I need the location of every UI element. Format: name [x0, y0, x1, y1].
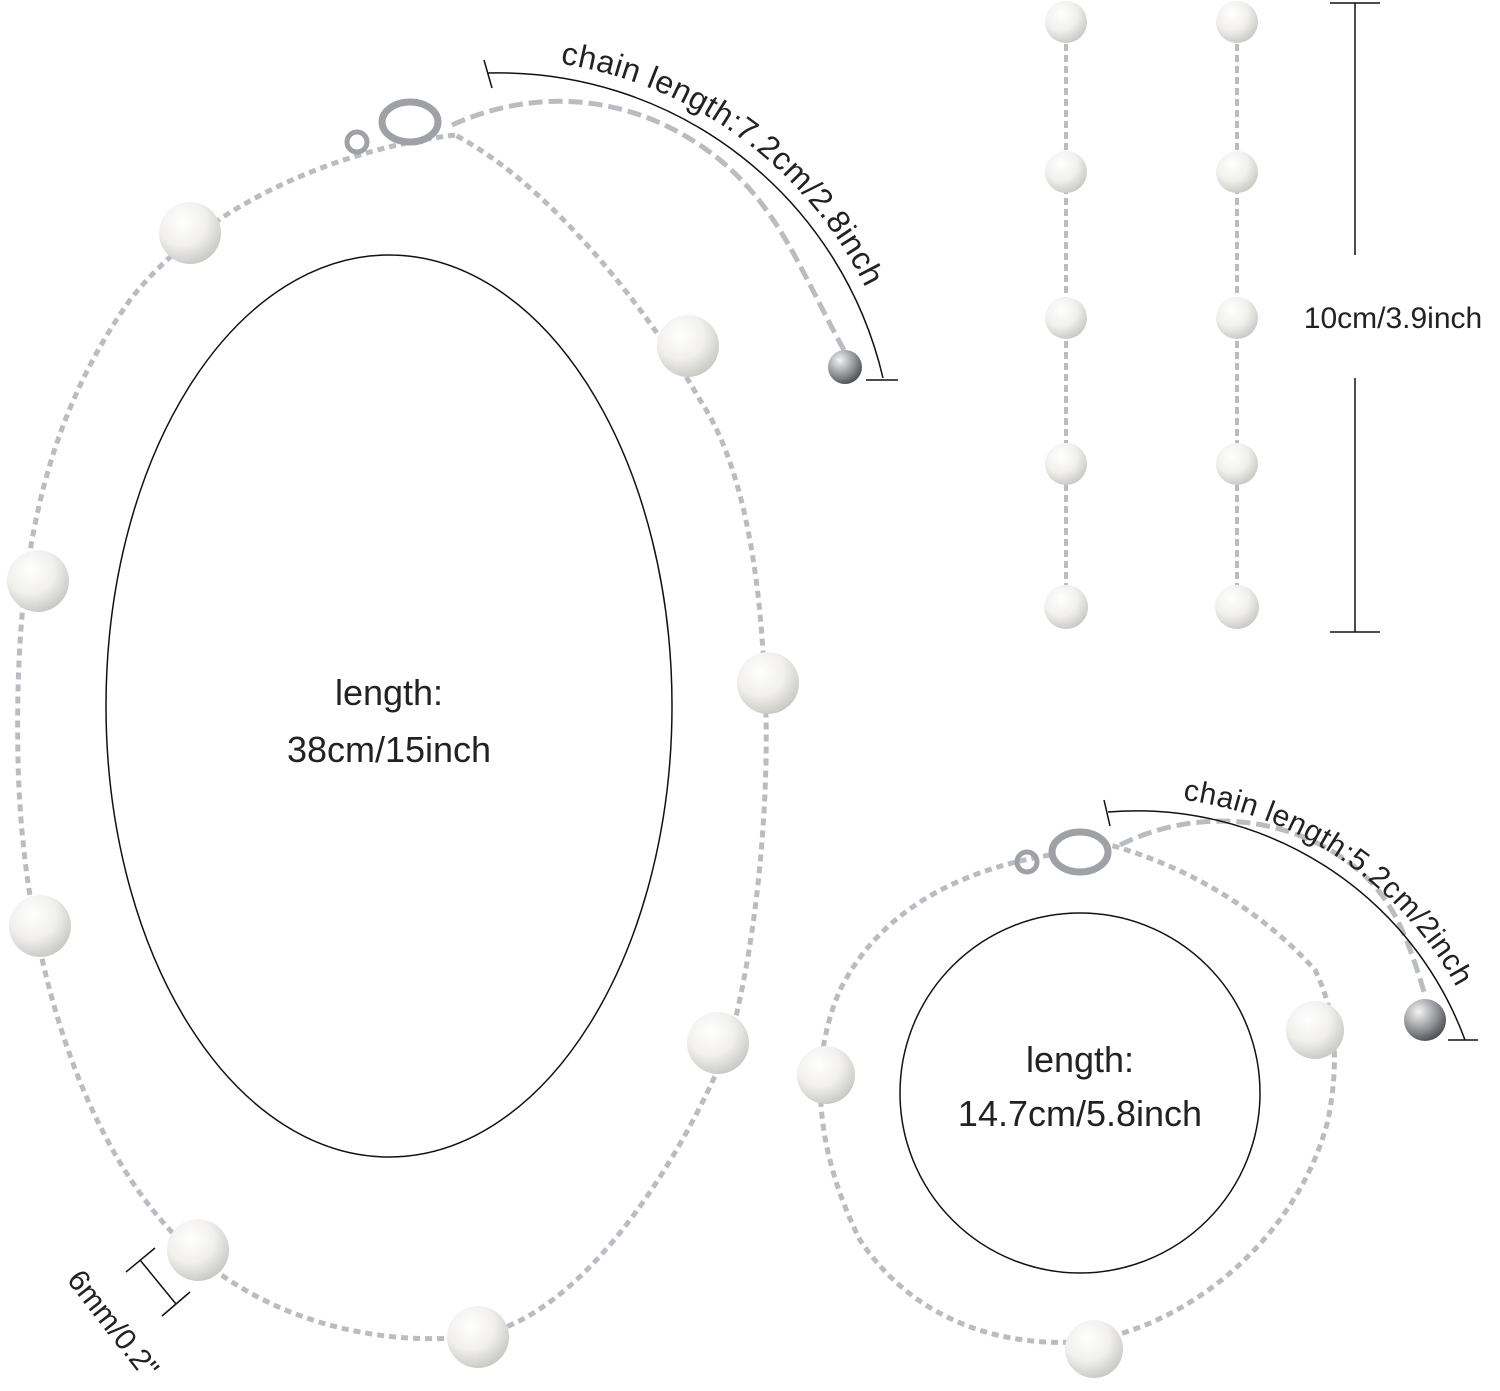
- bracelet-pearl: [1065, 1320, 1123, 1378]
- earring-pearl: [1045, 1, 1087, 43]
- necklace-pearls: [7, 202, 799, 1368]
- bracelet-extender-chain: [1118, 818, 1428, 996]
- earring-pearl: [1216, 1, 1258, 43]
- earring-pearl: [1216, 443, 1258, 485]
- necklace-extender-chain: [450, 98, 848, 354]
- earring-pearl: [1215, 585, 1259, 629]
- earrings: 10cm/3.9inch: [1044, 1, 1482, 633]
- necklace-clasp: [344, 98, 442, 155]
- earring-pearl: [1045, 151, 1087, 193]
- bracelet-length-label-line1: length:: [1026, 1039, 1134, 1080]
- necklace-lobster-clasp: [378, 98, 442, 146]
- bracelet-end-ball: [1404, 999, 1446, 1041]
- necklace-length-label-line1: length:: [335, 672, 443, 713]
- necklace-length-label-line2: 38cm/15inch: [287, 729, 491, 770]
- pearl-size-label: 6mm/0.2": [60, 1264, 164, 1385]
- earring-pearl: [1216, 297, 1258, 339]
- earring-pearl: [1045, 297, 1087, 339]
- bracelet-pearl: [1286, 1001, 1344, 1059]
- earring-right: [1215, 1, 1259, 629]
- necklace-pearl: [687, 1012, 749, 1074]
- necklace-pearl: [167, 1219, 229, 1281]
- bracelet-extender-links: [1118, 818, 1428, 996]
- bracelet-pearls: [797, 1001, 1344, 1378]
- necklace-pearl: [7, 550, 69, 612]
- necklace-length-outline: [105, 254, 673, 1158]
- necklace: length: 38cm/15inch chain length:7.2cm/2…: [7, 35, 898, 1385]
- necklace-jump-ring: [344, 129, 370, 155]
- bracelet-jump-ring: [1014, 849, 1040, 875]
- necklace-chain-length-marker: [483, 59, 898, 381]
- bracelet-lobster-clasp: [1048, 828, 1112, 876]
- earring-left: [1044, 1, 1088, 629]
- necklace-extender-links: [450, 98, 848, 354]
- bracelet-length-outline: [899, 912, 1261, 1274]
- necklace-pearl: [159, 202, 221, 264]
- earring-pearl: [1044, 585, 1088, 629]
- bracelet-pearl: [797, 1046, 855, 1104]
- necklace-pearl: [9, 895, 71, 957]
- bracelet-length-label-line2: 14.7cm/5.8inch: [958, 1093, 1202, 1134]
- bracelet-clasp: [1014, 828, 1112, 876]
- earring-length-marker: [1330, 2, 1380, 633]
- necklace-chain-path: [15, 132, 769, 1342]
- earring-length-label: 10cm/3.9inch: [1304, 302, 1482, 335]
- bracelet-chain-length-label: chain length:5.2cm/2inch: [1182, 774, 1480, 991]
- necklace-pearl: [447, 1306, 509, 1368]
- earring-pearl: [1045, 443, 1087, 485]
- bracelet: length: 14.7cm/5.8inch chain length:5.2c…: [797, 774, 1479, 1378]
- bracelet-chain-length-marker: [1103, 799, 1478, 1041]
- necklace-pearl: [657, 315, 719, 377]
- necklace-end-ball: [828, 350, 862, 384]
- earring-pearl: [1216, 151, 1258, 193]
- necklace-pearl: [737, 652, 799, 714]
- necklace-chain: [15, 132, 769, 1342]
- pearl-size-marker: [125, 1247, 191, 1317]
